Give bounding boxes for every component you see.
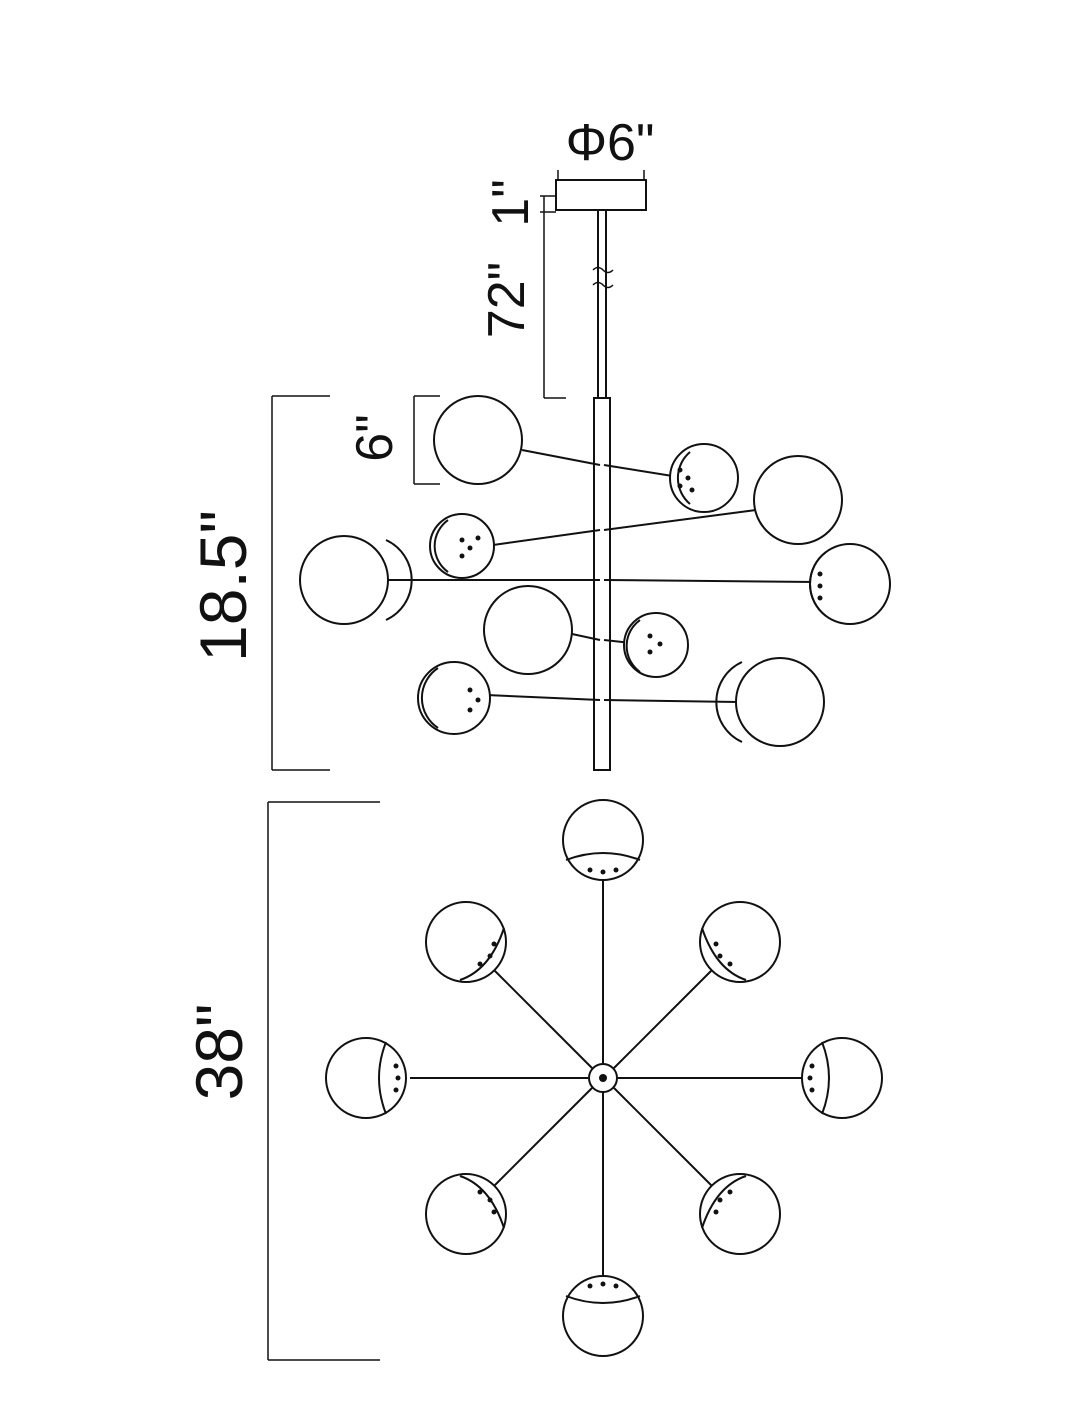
- fixture-width-label: 38": [182, 1004, 256, 1101]
- side-globe-8: [623, 612, 689, 678]
- side-globe-9: [417, 661, 491, 735]
- top-globe-n: [562, 799, 644, 881]
- rod-length-label: 72": [478, 262, 536, 338]
- center-body: [593, 397, 611, 771]
- top-globe-se: [699, 1173, 781, 1255]
- top-globe-w: [325, 1037, 407, 1119]
- side-globe-10: [735, 657, 825, 747]
- side-globe-5: [299, 535, 389, 625]
- top-globe-e: [801, 1037, 883, 1119]
- side-globe-2: [669, 443, 739, 513]
- fixture-height-label: 18.5": [186, 510, 260, 662]
- side-globe-7: [483, 585, 573, 675]
- canopy: [555, 179, 647, 211]
- hub: [588, 1063, 618, 1093]
- side-globe-1: [433, 395, 523, 485]
- side-globe-3: [753, 455, 843, 545]
- side-globe-4: [429, 513, 495, 579]
- globe-diameter-label: 6": [346, 414, 404, 461]
- canopy-height-label: 1": [482, 179, 540, 226]
- canopy-diameter-label: Φ6": [566, 114, 655, 172]
- side-view: Φ6" 1" 72": [186, 114, 891, 771]
- top-view: 38": [182, 799, 883, 1361]
- top-globe-s: [562, 1275, 644, 1357]
- top-globe-ne: [699, 901, 781, 983]
